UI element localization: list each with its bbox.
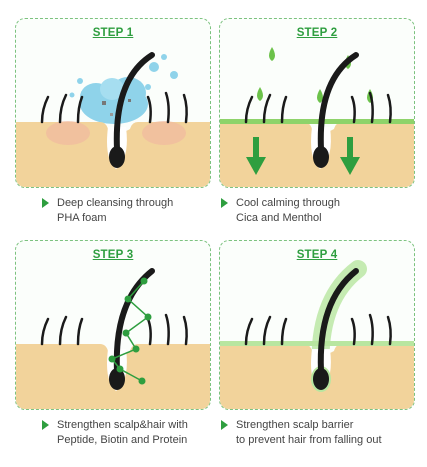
step-3-title: STEP 3 bbox=[92, 249, 134, 261]
hair-bulb bbox=[109, 368, 125, 390]
caption-line: Cica and Menthol bbox=[236, 212, 322, 224]
caption-line: Strengthen scalp&hair with bbox=[57, 419, 188, 431]
step-2-title: STEP 2 bbox=[296, 27, 338, 39]
step-1-card: STEP 1 bbox=[15, 18, 211, 188]
caption-line: Cool calming through bbox=[236, 197, 340, 209]
step-4-card: STEP 4 bbox=[219, 240, 415, 410]
bullet-arrow-icon bbox=[42, 198, 49, 208]
step-2-illustration bbox=[220, 47, 414, 187]
step-2-card: STEP 2 bbox=[219, 18, 415, 188]
hair-strands bbox=[244, 268, 392, 374]
caption-line: Strengthen scalp barrier bbox=[236, 419, 354, 431]
step-1-title: STEP 1 bbox=[92, 27, 134, 39]
step-1-illustration bbox=[16, 52, 210, 187]
caption-line: to prevent hair from falling out bbox=[236, 434, 382, 446]
bullet-arrow-icon bbox=[221, 198, 228, 208]
caption-line: Peptide, Biotin and Protein bbox=[57, 434, 188, 446]
hair-strands bbox=[40, 52, 188, 152]
down-arrow-icons bbox=[246, 137, 360, 175]
bullet-arrow-icon bbox=[221, 420, 228, 430]
step-3-card: STEP 3 bbox=[15, 240, 211, 410]
hair-bulb bbox=[313, 368, 329, 390]
hair-bulb bbox=[313, 146, 329, 168]
caption-line: Deep cleansing through bbox=[57, 197, 174, 209]
molecule-icon bbox=[108, 277, 152, 385]
step-4-title: STEP 4 bbox=[296, 249, 338, 261]
step-4-illustration bbox=[220, 260, 414, 409]
bullet-arrow-icon bbox=[42, 420, 49, 430]
step-3-illustration bbox=[16, 268, 210, 409]
hair-strands bbox=[244, 52, 392, 152]
hair-bulb bbox=[109, 146, 125, 168]
caption-line: PHA foam bbox=[57, 212, 107, 224]
